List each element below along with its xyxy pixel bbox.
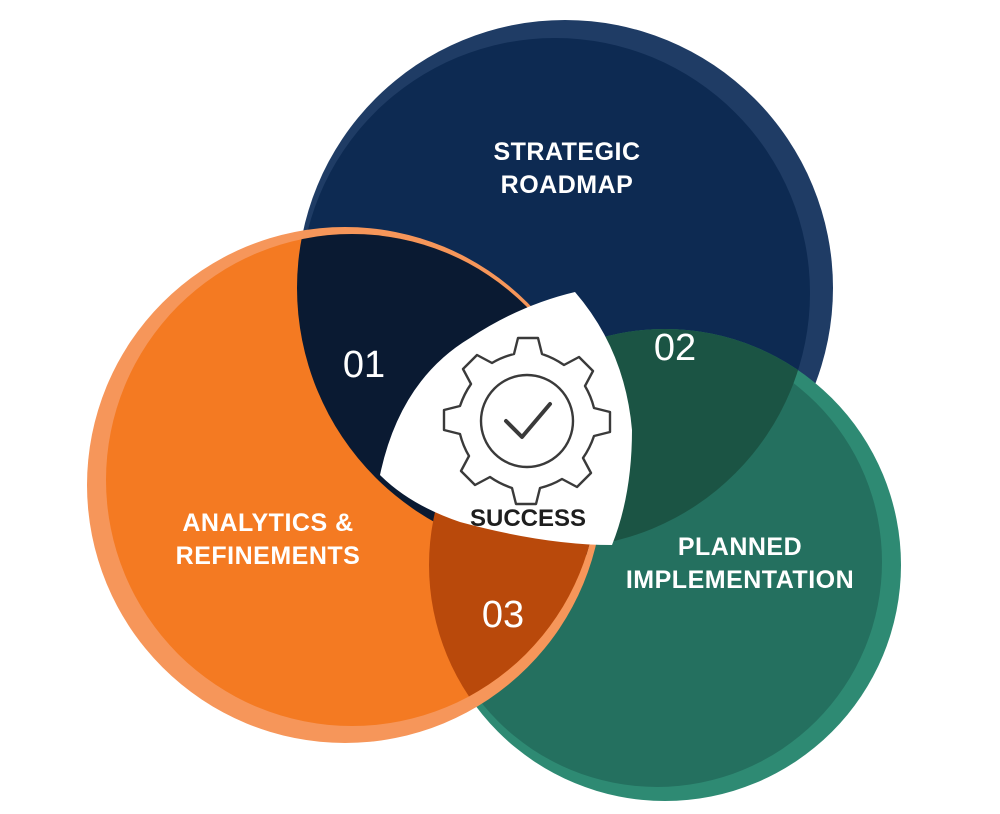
planned-implementation-label-line1: PLANNED	[678, 533, 802, 561]
step-number-01: 01	[343, 344, 385, 386]
analytics-refinements-label-line1: ANALYTICS &	[182, 509, 353, 537]
analytics-refinements-label-line2: REFINEMENTS	[176, 542, 361, 570]
gear-check-icon	[442, 336, 612, 506]
step-number-02: 02	[654, 327, 696, 369]
navy-green-overlap	[429, 329, 810, 548]
planned-implementation-label-line2: IMPLEMENTATION	[626, 566, 854, 594]
strategic-roadmap-label-line2: ROADMAP	[501, 171, 634, 199]
strategic-roadmap-label-line1: STRATEGIC	[493, 138, 640, 166]
success-label: SUCCESS	[470, 505, 586, 532]
step-number-03: 03	[482, 594, 524, 636]
